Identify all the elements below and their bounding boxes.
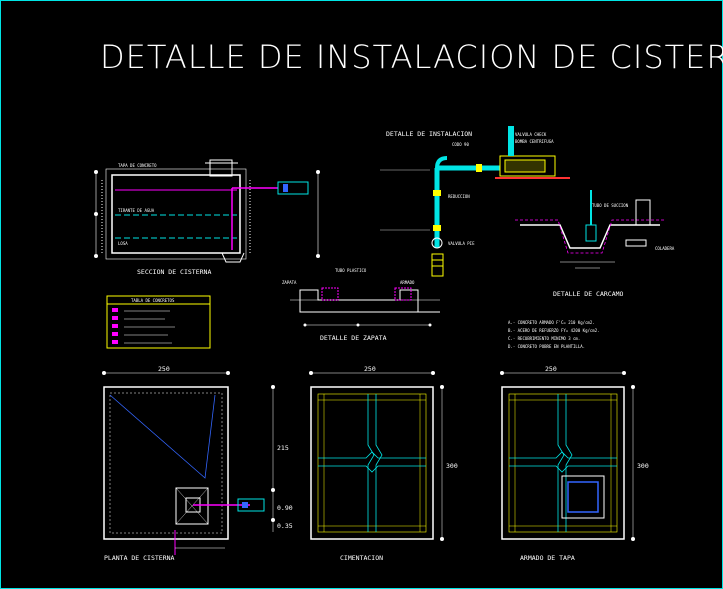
svg-text:CODO 90: CODO 90 — [452, 142, 469, 147]
label-instalacion: DETALLE DE INSTALACION — [386, 130, 472, 138]
tabla-concretos: TABLA DE CONCRETOS — [106, 295, 211, 349]
planta-height: 215 — [277, 444, 289, 452]
tapa-height: 300 — [637, 462, 649, 470]
cim-height: 300 — [446, 462, 458, 470]
note-1: B.- ACERO DE REFUERZO FY= 4200 Kg/cm2. — [508, 328, 600, 333]
armado-tapa: 250 300 ARMADO DE TAPA — [500, 365, 649, 562]
note-2: C.- RECUBRIMIENTO MINIMO 3 cm. — [508, 336, 580, 341]
svg-text:TUBO PLASTICO: TUBO PLASTICO — [335, 268, 367, 273]
planta-b: 0.35 — [277, 522, 293, 530]
svg-text:ZAPATA: ZAPATA — [282, 280, 297, 285]
svg-text:BOMBA CENTRIFUGA: BOMBA CENTRIFUGA — [515, 139, 554, 144]
planta-cisterna: 250 215 0.90 0.35 PLANTA DE CISTERNA — [102, 365, 293, 562]
planta-a: 0.90 — [277, 504, 293, 512]
label-planta: PLANTA DE CISTERNA — [104, 554, 175, 562]
cim-width: 250 — [364, 365, 376, 373]
label-seccion: SECCION DE CISTERNA — [137, 268, 211, 276]
drawing-title: DETALLE DE INSTALACION DE CISTERNA. — [100, 38, 723, 76]
svg-text:TAPA DE CONCRETO: TAPA DE CONCRETO — [118, 163, 157, 168]
svg-text:VALVULA PIE: VALVULA PIE — [448, 241, 475, 246]
notes-block: A.- CONCRETO ARMADO F'C= 210 Kg/cm2. B.-… — [508, 320, 600, 349]
label-carcamo: DETALLE DE CARCAMO — [553, 290, 624, 298]
cimentacion: 250 300 CIMENTACION — [309, 365, 458, 562]
label-cimentacion: CIMENTACION — [340, 554, 383, 562]
note-3: D.- CONCRETO POBRE EN PLANTILLA. — [508, 344, 585, 349]
tabla-title: TABLA DE CONCRETOS — [131, 298, 175, 303]
svg-text:COLADERA: COLADERA — [655, 246, 675, 251]
label-tapa: ARMADO DE TAPA — [520, 554, 575, 562]
svg-text:TIRANTE DE AGUA: TIRANTE DE AGUA — [118, 208, 155, 213]
svg-text:TUBO DE SUCCION: TUBO DE SUCCION — [592, 203, 629, 208]
svg-text:REDUCCION: REDUCCION — [448, 194, 470, 199]
detalle-zapata: TUBO PLASTICO ZAPATA ARMADO DETALLE DE Z… — [282, 268, 440, 342]
detalle-carcamo: TUBO DE SUCCION COLADERA DETALLE DE CARC… — [515, 190, 675, 298]
detalle-instalacion: DETALLE DE INSTALACION VALVULA CHECK BOM… — [380, 126, 570, 277]
note-0: A.- CONCRETO ARMADO F'C= 210 Kg/cm2. — [508, 320, 595, 325]
svg-text:VALVULA CHECK: VALVULA CHECK — [515, 132, 547, 137]
label-zapatas: DETALLE DE ZAPATA — [320, 334, 387, 342]
planta-width: 250 — [158, 365, 170, 373]
svg-text:ARMADO: ARMADO — [400, 280, 415, 285]
svg-text:LOSA: LOSA — [118, 241, 128, 246]
seccion-cisterna: TAPA DE CONCRETO TIRANTE DE AGUA LOSA SE… — [94, 159, 320, 276]
tapa-width: 250 — [545, 365, 557, 373]
